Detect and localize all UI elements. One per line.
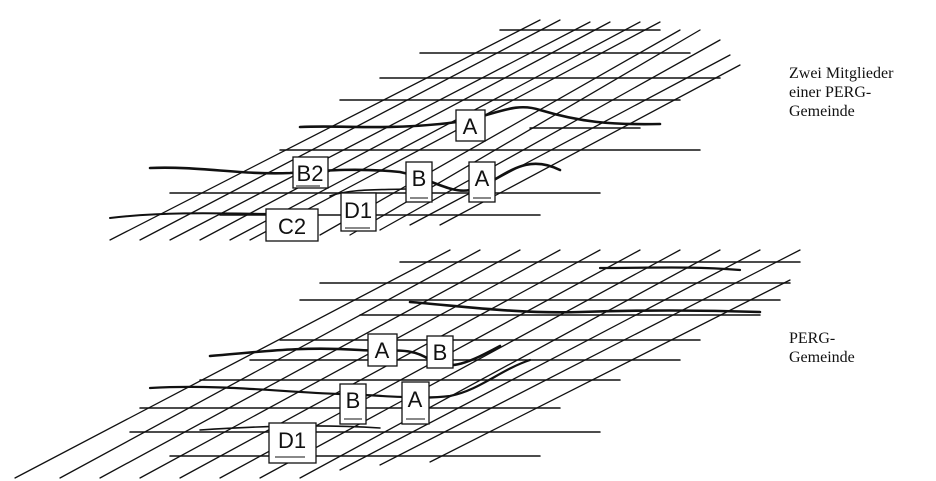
caption-line: Zwei Mitglieder [789,65,894,82]
node-label-text: B [433,340,448,365]
caption-community: PERG- Gemeinde [789,329,855,367]
mesh-strand [169,21,591,241]
node-label-b-top: B [405,161,433,203]
mesh-strand [339,249,761,471]
node-label-text: A [463,114,478,139]
node-label-text: A [475,166,490,191]
wavy-link [298,105,662,129]
mesh-strand [259,249,681,479]
lower-network-layer [14,249,801,479]
node-label-b-bottom-1: B [426,335,454,369]
mesh-strand [319,29,681,236]
node-label-a-bottom-2: A [401,381,430,425]
node-label-a-top-1: A [455,109,486,142]
upper-network-layer [109,19,741,241]
mesh-strand [229,21,641,241]
wavy-link [329,188,406,197]
wavy-link [148,358,532,399]
node-label-d1-bottom: D1 [268,422,317,464]
caption-line: Gemeinde [789,103,855,120]
mesh-strand [109,19,541,241]
mesh-strand [139,249,561,479]
mesh-strand [299,249,721,479]
mesh-strand [379,249,801,466]
wavy-link [148,162,562,192]
node-label-c2-top: C2 [265,208,319,242]
caption-line: Gemeinde [789,349,855,366]
mesh-strand [379,39,721,231]
node-label-text: A [408,387,423,412]
mesh-strand [199,21,611,241]
node-label-text: D1 [344,198,372,223]
wavy-link [598,266,742,272]
node-label-a-bottom-1: A [367,333,398,367]
mesh-strand [99,249,521,479]
mesh-strand [14,249,451,479]
node-label-b2-top: B2 [292,156,329,189]
mesh-strand [249,21,661,241]
mesh-strand [409,54,731,226]
caption-line: PERG- [789,330,836,347]
node-label-d1-top: D1 [340,192,377,232]
node-label-text: B [346,388,361,413]
node-label-text: B [412,166,427,191]
wavy-link [109,212,271,219]
mesh-strand [59,249,481,479]
node-label-text: D1 [278,428,306,453]
node-label-a-top-2: A [468,161,496,203]
wavy-link [408,300,762,314]
caption-line: einer PERG- [789,84,872,101]
node-label-text: A [375,338,390,363]
node-label-text: B2 [297,161,324,186]
node-label-b-bottom-2: B [339,383,367,425]
mesh-strand [139,19,561,241]
node-label-text: C2 [278,214,306,239]
mesh-strand [429,279,791,463]
caption-two-members: Zwei Mitglieder einer PERG- Gemeinde [789,64,893,121]
